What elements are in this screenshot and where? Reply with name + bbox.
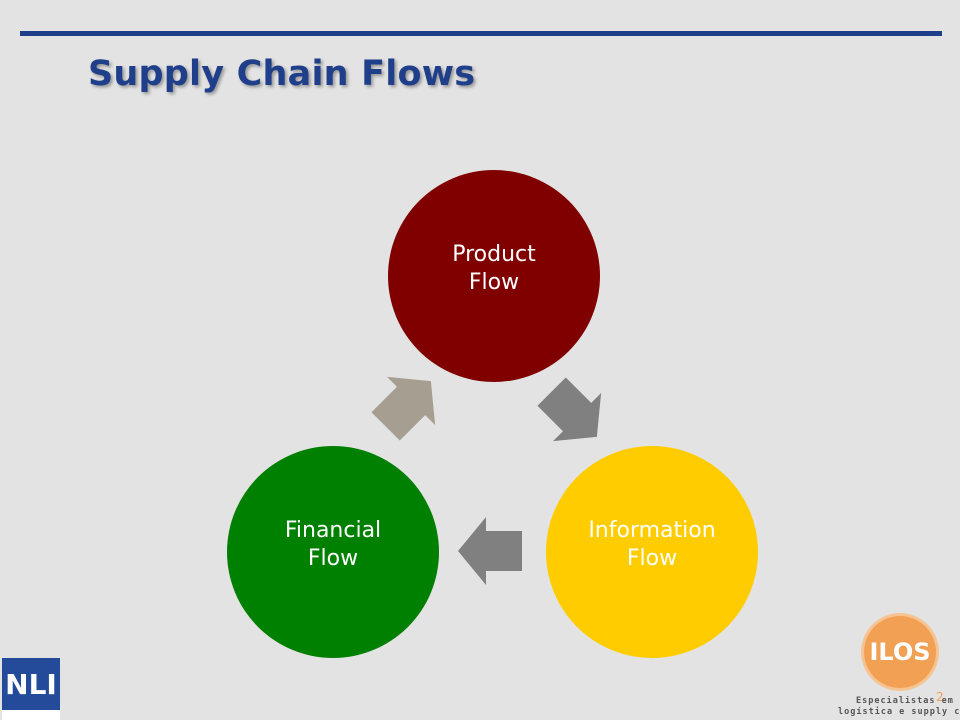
arrow-financial-to-product (371, 376, 436, 441)
page-number: 2 (936, 690, 944, 704)
financial-flow-node: Financial Flow (227, 446, 439, 658)
slide-title: Supply Chain Flows (88, 54, 476, 94)
product-flow-label: Product Flow (452, 242, 536, 295)
tagline-line-1: Especialistas em (856, 696, 954, 706)
financial-flow-label: Financial Flow (284, 518, 382, 571)
ilos-tagline: Especialistas em logística e supply chai… (838, 696, 960, 718)
information-flow-node: Information Flow (546, 446, 758, 658)
product-flow-node: Product Flow (388, 170, 600, 382)
nli-logo-text: NLI (5, 668, 57, 701)
nli-logo: NLI (2, 658, 60, 720)
tagline-line-2: logística e supply chain (838, 707, 960, 717)
arrow-product-to-information (537, 377, 602, 442)
ilos-logo-text: ILOS (869, 638, 931, 666)
arrow-information-to-financial (458, 517, 522, 585)
ilos-logo: ILOS (864, 616, 936, 688)
title-underline (20, 31, 942, 36)
information-flow-label: Information Flow (588, 518, 716, 571)
nli-logo-strip (2, 710, 60, 720)
